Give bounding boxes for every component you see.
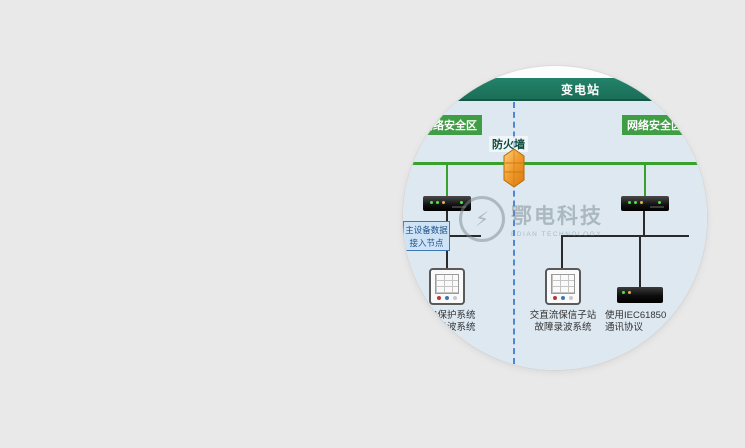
zone-label-left: 网络安全区: [417, 115, 482, 135]
device-label-middle-line1: 交直流保信子站: [529, 310, 597, 321]
switch-led-lights: [628, 201, 631, 204]
device-label-right-line1: 使用IEC61850: [605, 310, 667, 321]
device-display-grid: [551, 274, 575, 294]
access-node-line1: 主设备数据: [405, 225, 448, 235]
switch-port-slot: [452, 206, 466, 208]
security-zone-divider-line: [513, 102, 515, 364]
cable-drop-dark-device: [639, 237, 641, 288]
device-label-middle-line2: 故障录波系统: [534, 322, 592, 333]
cable-right-bus: [561, 235, 689, 237]
protection-device-middle: [545, 268, 581, 305]
access-node-box: 主设备数据 接入节点: [403, 221, 450, 251]
network-switch-left: [423, 196, 471, 211]
device-label-right: 使用IEC61850 通讯协议: [605, 310, 695, 334]
device-buttons: [553, 296, 557, 300]
cable-right-vertical: [643, 211, 645, 237]
communication-device: [617, 287, 663, 303]
firewall-label: 防火墙: [489, 136, 528, 152]
access-node-line2: 接入节点: [409, 238, 444, 248]
cable-left-horizontal: [448, 235, 481, 237]
device-display-grid: [435, 274, 459, 294]
device-buttons: [437, 296, 441, 300]
network-diagram-circle: 变电站 网络安全区 网络安全区 防火墙: [403, 66, 707, 370]
bus-drop-left: [446, 164, 448, 196]
zone-label-right: 网络安全区: [622, 115, 687, 135]
firewall-icon: [503, 148, 525, 188]
substation-header-band: 变电站: [403, 78, 707, 101]
network-switch-right: [621, 196, 669, 211]
bus-drop-right: [644, 164, 646, 196]
device-label-right-line2: 通讯协议: [605, 322, 644, 333]
network-bus-line: [403, 162, 707, 165]
device-label-left: 继电保护系统 故障录波系统: [403, 310, 491, 334]
switch-led-lights: [430, 201, 433, 204]
cable-drop-middle-device: [561, 237, 563, 269]
substation-title: 变电站: [561, 83, 601, 97]
device-label-middle: 交直流保信子站 故障录波系统: [519, 310, 607, 334]
protection-device-left: [429, 268, 465, 305]
switch-port-slot: [650, 206, 664, 208]
device-label-left-line1: 继电保护系统: [418, 310, 476, 321]
device-label-left-line2: 故障录波系统: [418, 322, 476, 333]
